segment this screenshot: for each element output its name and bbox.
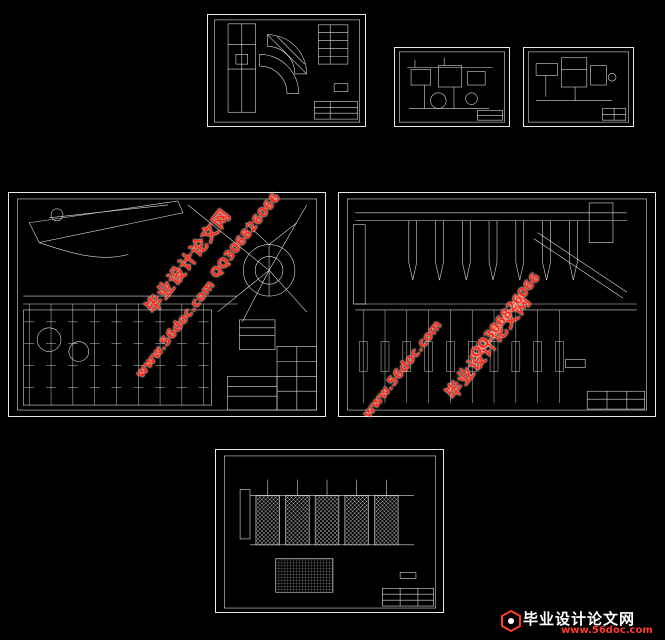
logo-name: 毕业设计论文网: [523, 610, 636, 628]
hatched-panel: [314, 495, 340, 546]
structure-frame: [555, 341, 564, 372]
structure-frame: [511, 341, 521, 372]
drawing-sheet-5: [338, 192, 656, 417]
hopper: [515, 220, 525, 281]
structure-frame: [489, 341, 499, 372]
hopper: [542, 220, 551, 281]
drawing-sheet-5-linework: [347, 198, 647, 411]
structure-frame: [446, 341, 455, 372]
hopper: [488, 220, 498, 281]
drawing-sheet-3-linework: [527, 51, 630, 123]
hopper: [462, 220, 471, 281]
logo-url: www.56doc.com: [561, 625, 653, 636]
drawing-sheet-3: [523, 47, 634, 127]
drawing-sheet-2: [394, 47, 510, 127]
structure-frame: [380, 341, 390, 372]
structure-frame: [468, 341, 477, 372]
drawing-sheet-1: [207, 14, 366, 127]
hatched-panel: [344, 495, 369, 546]
drawing-sheet-1-linework: [214, 19, 360, 123]
structure-frame: [424, 341, 433, 372]
site-logo: 毕业设计论文网 www.56doc.com: [501, 608, 661, 636]
hopper: [569, 220, 578, 281]
drawing-sheet-6-linework: [224, 455, 436, 609]
structure-frame: [533, 341, 542, 372]
drawing-sheet-4: [8, 192, 326, 417]
hopper: [435, 220, 444, 281]
structure-frame: [402, 341, 412, 372]
drawing-sheet-2-linework: [399, 51, 505, 123]
logo-mark-icon: [501, 610, 521, 632]
drawing-sheet-4-linework: [17, 198, 317, 411]
hopper: [408, 220, 418, 281]
hatched-panel: [374, 495, 399, 546]
hatched-panel: [285, 495, 310, 546]
hatched-panel: [255, 495, 280, 546]
structure-frame: [358, 341, 368, 372]
drawing-sheet-6: [215, 449, 444, 613]
